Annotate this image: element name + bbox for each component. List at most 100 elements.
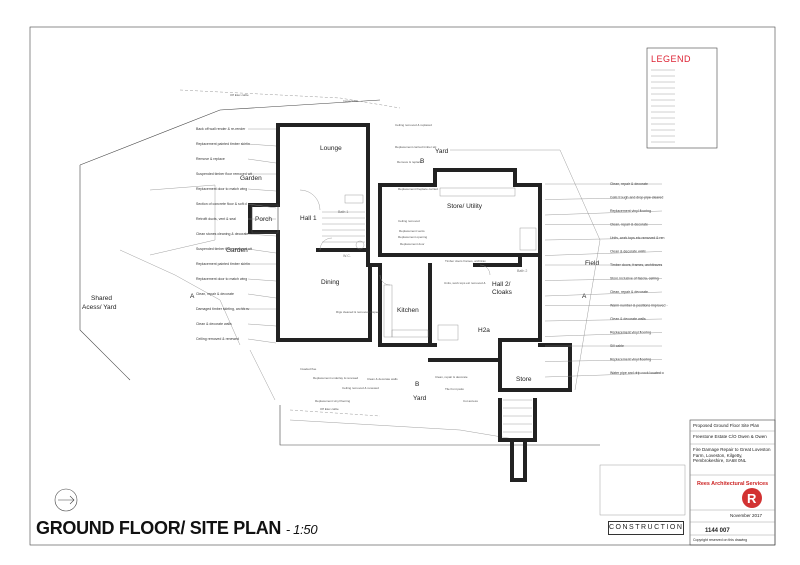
notes-right-leader [544,251,663,256]
notes-left-note: Suspended timber floor removed wit [196,172,252,176]
wall-h2a [428,338,502,362]
notes-left-note: Replacement door to match wing [196,187,247,191]
wall-hall2-east [498,253,542,342]
wall-ramp [498,398,537,442]
center-note: Off Elec cable [230,93,249,97]
center-note: Replacement fireplace carried [398,187,438,191]
notes-left-note: Suspended timber floor removed wit [196,247,252,251]
center-note: Ceiling removed & replaced [395,123,432,127]
door-swing-kitchen [379,274,391,286]
area-label-garden-top: Garden [240,175,262,182]
wall-store-top [378,168,542,257]
area-label-yard-bottom: Yard [413,395,427,402]
area-label-field: Field [585,260,599,267]
north-arrow-icon [54,488,78,512]
wall-store-south [498,343,572,392]
cable-route-top [179,89,401,109]
section-marker-a-left: A [190,293,195,300]
notes-right-leader [544,197,663,200]
notes-left-leader [247,188,277,192]
notes-right-note: Store inclusive of fascia, ceiling [610,277,659,281]
tb-firm-name: Rees Architectural Services [697,481,769,487]
door-swing-hall2 [479,264,491,276]
room-label-hall2: Hall 2/ [492,281,511,288]
notes-right-leader [544,210,663,216]
center-note: Rigs cleaned & removed, inspec [336,310,380,314]
notes-left-note: Remove & replace [196,157,225,161]
notes-left-leader [247,338,277,344]
room-label-porch: Porch [255,216,272,223]
section-marker-b-top: B [420,158,424,165]
notes-left-leader [247,158,277,164]
notes-right-note: Gate trough and drop pipe cleared [610,196,663,200]
notes-right-note: Replacement vinyl flooring [610,358,651,362]
site-boundary-bottom [279,405,600,446]
title-block: R [599,419,776,546]
bath2-tub [519,227,537,251]
door-swing-lounge [299,189,321,211]
center-note: Off Elec cable [320,407,339,411]
center-note: Inspect flue [343,99,359,103]
tb-sheet-title: Proposed Ground Floor Site Plan [693,423,760,428]
room-label-lounge: Lounge [320,145,342,152]
notes-right-leader [544,359,663,362]
center-note: Cut access [463,399,478,403]
door-swing-hall [319,237,333,251]
notes-left-note: Clean & decorate walls [196,322,232,326]
cable-route-bottom [289,409,381,417]
section-marker-b-bottom: B [415,381,419,388]
room-label-dining: Dining [321,279,340,286]
drawing-title-main: GROUND FLOOR/ SITE PLAN [36,518,282,538]
center-note: Clean, repair & decorate [435,375,468,379]
garden-wall-c [249,349,276,401]
site-boundary-left [79,165,131,381]
notes-left-note: Replacement painted timber skirtin [196,142,250,146]
notes-left-note: Replacement door to match wing [196,277,247,281]
wc-pan [355,240,365,250]
center-note: Clean & decorate walls [367,377,398,381]
notes-right-leader [544,332,663,337]
room-label-bath1: Bath 1 [338,210,348,214]
notes-left-note: Section of concrete floor & soft d [196,202,247,206]
center-note: Invaded flue [300,367,317,371]
bath1-tub [344,194,364,204]
cooker-unit [437,324,459,341]
kitchen-units-west [383,284,393,338]
tb-status: CONSTRUCTION [608,521,684,535]
staircase [322,211,365,243]
room-label-store-utility: Store/ Utility [447,203,483,210]
legend-box: LEGEND [646,47,718,149]
notes-left-note: Ceiling removed & renewed [196,337,239,341]
center-note: Tile front patio [445,387,464,391]
room-label-bath2: Bath 2 [517,269,527,273]
notes-left-leader [247,278,277,282]
tb-date: November 2017 [730,513,763,518]
notes-left-note: Clean stones cleaning & decorate [196,232,248,236]
notes-right-leader [544,237,663,241]
notes-left-leader [247,203,277,209]
wall-west [248,123,372,342]
legend-title: LEGEND [651,54,691,64]
area-label-yard-top: Yard [435,148,449,155]
tb-copyright: Copyright reserved on this drawing [693,538,748,542]
room-label-store: Store [516,376,532,383]
section-marker-a-right: A [582,293,587,300]
utility-units [439,187,516,197]
garden-wall-a [149,184,216,256]
center-note: Ceiling removed & renewed [342,386,379,390]
center-note: Replacement vents [399,229,425,233]
notes-left-leader [247,233,277,237]
tb-drawing-number: 1144 007 [705,528,730,534]
center-note: Replacement vinyl flooring [315,399,351,403]
center-note: Replacement carried timber ski [395,145,437,149]
notes-right-note: Replacement vinyl flooring [610,331,651,335]
svg-text:R: R [747,491,757,506]
site-boundary-top [79,99,381,166]
center-note: Remove & replace [397,160,422,164]
notes-left-note: Damaged timber skirting, architrav [196,307,250,311]
notes-left-note: Replacement painted timber skirtin [196,262,250,266]
room-label-h2a: H2a [478,327,490,334]
drawing-title: GROUND FLOOR/ SITE PLAN - 1:50 [36,518,318,539]
